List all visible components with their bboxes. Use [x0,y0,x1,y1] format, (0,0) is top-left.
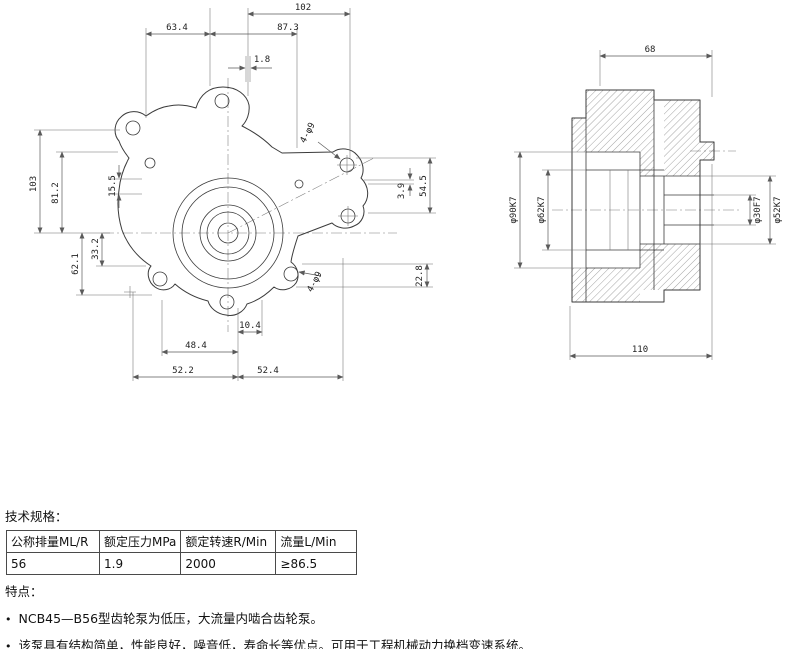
dim-81-2: 81.2 [51,182,61,204]
pump-housing-outline [114,86,369,316]
side-view: 68 110 φ90K7 φ62K7 φ30F7 φ52K7 [509,45,783,360]
feature-item: • 该泵具有结构简单，性能良好，噪音低，寿命长等优点。可用于工程机械动力换档变速… [5,635,800,649]
dim-68: 68 [645,45,656,55]
spec-value-pressure: 1.9 [98,552,182,575]
side-internal-edges [585,100,714,302]
feature-item: • NCB45—B56型齿轮泵为低压，大流量内啮合齿轮泵。 [5,608,800,627]
dim-87-3: 87.3 [277,23,299,33]
engineering-drawing: 63.4 87.3 102 1.8 103 81.2 15.5 33.2 62.… [29,3,783,381]
dim-110: 110 [632,345,648,355]
dim-bore-52k7: φ52K7 [773,196,783,223]
hole-centermarks [124,155,358,298]
spec-col-displacement: 公称排量ML/R [6,530,100,553]
spec-col-pressure: 额定压力MPa [98,530,182,553]
dim-52-2: 52.2 [172,366,194,376]
feature-text-1: NCB45—B56型齿轮泵为低压，大流量内啮合齿轮泵。 [18,611,324,626]
bullet-icon: • [5,640,12,649]
feature-text-2: 该泵具有结构简单，性能良好，噪音低，寿命长等优点。可用于工程机械动力换档变速系统… [18,638,532,649]
specs-section: 技术规格： 公称排量ML/R 额定压力MPa 额定转速R/Min 流量L/Min… [0,506,800,575]
dim-bore-90k7: φ90K7 [509,196,519,223]
front-view: 63.4 87.3 102 1.8 103 81.2 15.5 33.2 62.… [29,3,436,381]
dim-33-2: 33.2 [91,238,101,260]
spec-col-speed: 额定转速R/Min [180,530,277,553]
label-holes-upper: 4-φ9 [299,121,318,145]
dim-52-4: 52.4 [257,366,279,376]
dim-bore-30f7: φ30F7 [753,196,763,223]
dim-22-8: 22.8 [415,265,425,287]
dim-103: 103 [29,176,39,192]
dim-62-1: 62.1 [71,253,81,275]
dim-102: 102 [295,3,311,13]
spec-value-flow: ≥86.5 [275,552,358,575]
dim-3-9: 3.9 [397,183,407,199]
dim-15-5: 15.5 [108,175,118,197]
side-dimension-lines [517,53,773,359]
specs-value-row: 56 1.9 2000 ≥86.5 [6,552,358,575]
specs-table: 公称排量ML/R 额定压力MPa 额定转速R/Min 流量L/Min 56 1.… [6,530,358,575]
dim-54-5: 54.5 [419,175,429,197]
front-view-centerlines [103,78,397,332]
side-body-outline [571,89,715,303]
dim-63-4: 63.4 [166,23,188,33]
side-dimension-labels: 68 110 φ90K7 φ62K7 φ30F7 φ52K7 [509,45,783,355]
specs-header-row: 公称排量ML/R 额定压力MPa 额定转速R/Min 流量L/Min [6,530,358,553]
section-hatching [572,90,714,302]
dim-10-4: 10.4 [239,321,261,331]
dim-1-8: 1.8 [254,55,270,65]
spec-value-speed: 2000 [180,552,277,575]
specs-heading: 技术规格： [5,509,68,524]
gear-chamber-circles [172,177,284,289]
spec-value-displacement: 56 [6,552,100,575]
front-dimension-lines [37,11,433,380]
bullet-icon: • [5,613,12,626]
front-dimension-labels: 63.4 87.3 102 1.8 103 81.2 15.5 33.2 62.… [29,3,429,376]
features-heading: 特点： [5,584,43,599]
dim-bore-62k7: φ62K7 [537,196,547,223]
front-extension-lines [34,8,436,381]
spec-col-flow: 流量L/Min [275,530,358,553]
dim-48-4: 48.4 [185,341,207,351]
features-section: 特点： • NCB45—B56型齿轮泵为低压，大流量内啮合齿轮泵。 • 该泵具有… [0,581,800,649]
